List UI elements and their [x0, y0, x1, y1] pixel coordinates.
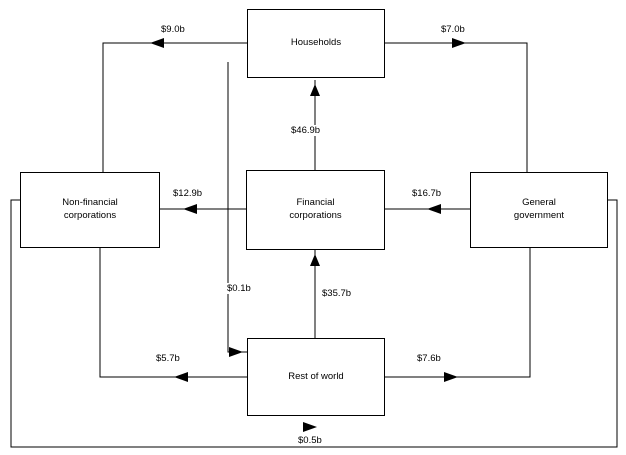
flow-label-government-to-nonfinancial: $0.5b	[297, 435, 323, 446]
flow-label-households-to-restofworld: $0.1b	[226, 283, 252, 294]
flow-label-households-to-nonfinancial: $9.0b	[160, 24, 186, 35]
connector-restofworld-government	[385, 248, 531, 378]
node-households-label: Households	[290, 37, 342, 49]
connector-government-nonfinancial	[10, 199, 618, 448]
node-general-government-label: General government	[513, 197, 565, 221]
flow-label-restofworld-to-financial: $35.7b	[321, 288, 353, 299]
node-non-financial-corporations-label: Non-financial corporations	[62, 197, 118, 221]
flow-label-households-to-government: $7.0b	[440, 24, 466, 35]
node-financial-corporations-label: Financial corporations	[289, 197, 342, 221]
flow-label-nonfinancial-to-restofworld: $5.7b	[155, 353, 181, 364]
flow-label-financial-to-nonfinancial: $12.9b	[172, 188, 204, 199]
connector-households-government	[385, 42, 528, 172]
connector-households-nonfinancial	[102, 42, 247, 172]
node-rest-of-world-label: Rest of world	[288, 370, 344, 382]
flow-label-financial-to-households: $46.9b	[290, 125, 322, 136]
flow-label-restofworld-to-government: $7.6b	[416, 353, 442, 364]
node-non-financial-corporations[interactable]: Non-financial corporations	[20, 172, 160, 248]
node-rest-of-world[interactable]: Rest of world	[247, 338, 385, 416]
node-households[interactable]: Households	[247, 9, 385, 78]
flow-label-government-to-financial: $16.7b	[411, 188, 443, 199]
node-general-government[interactable]: General government	[470, 172, 608, 248]
connector-arrowheads	[150, 38, 466, 432]
connector-nonfinancial-restofworld	[99, 248, 247, 378]
node-financial-corporations[interactable]: Financial corporations	[246, 170, 385, 250]
